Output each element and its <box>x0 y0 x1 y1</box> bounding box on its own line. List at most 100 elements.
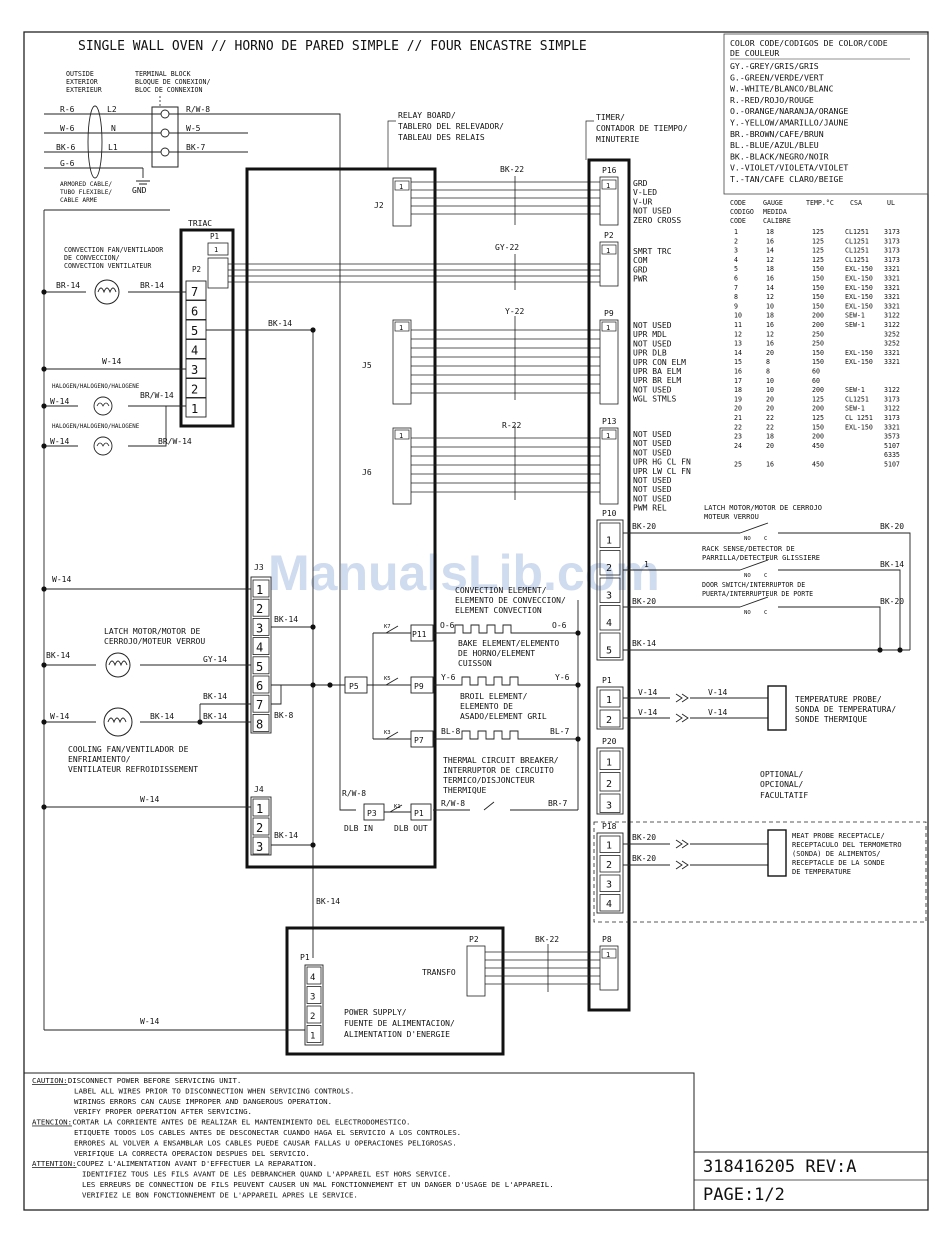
pin-one-label: 1 <box>606 324 610 332</box>
timer-p1-pin-label: 2 <box>606 715 612 726</box>
ps-connector-p1: P1 <box>300 953 310 962</box>
caution-text: WIRINGS ERRORS CAN CAUSE IMPROPER AND DA… <box>74 1097 332 1106</box>
gauge-cell: 150 <box>812 265 824 273</box>
convection-element-label: CONVECTION ELEMENT/ <box>455 586 547 595</box>
meat-probe-receptacle <box>767 829 787 877</box>
gauge-cell: EXL-150 <box>845 349 873 357</box>
gauge-cell: 250 <box>812 330 824 338</box>
wire-label-1: 1 <box>644 560 649 569</box>
wire-label-bk20: BK-20 <box>632 522 656 531</box>
gauge-cell: 125 <box>812 237 824 245</box>
gauge-cell: 19 <box>734 395 742 403</box>
p16-header <box>599 176 619 226</box>
gauge-cell: 3321 <box>884 423 900 431</box>
gauge-cell: CL1251 <box>845 228 869 236</box>
cooling-fan-motor <box>103 707 133 737</box>
j4-wires <box>44 806 313 846</box>
wire-label-w14: W-14 <box>102 357 121 366</box>
junction-dot <box>575 682 581 688</box>
p20-pin-box <box>599 772 621 792</box>
p18-pin-box <box>599 855 621 873</box>
color-code-entry: BK.-BLACK/NEGRO/NOIR <box>730 151 829 161</box>
switch-c-label: C <box>764 536 767 542</box>
cooling-fan-label: VENTILATEUR REFROIDISSEMENT <box>68 765 198 774</box>
bake-element-label: DE HORNO/ELEMENT <box>458 649 535 658</box>
pin-one-label: 1 <box>606 247 610 255</box>
broil-element-label: ASADO/ELEMENT GRIL <box>460 712 547 721</box>
gauge-cell: 14 <box>766 284 774 292</box>
relay-k1: K1 <box>394 804 401 810</box>
terminal-block-label: BLOC DE CONNEXION <box>135 86 203 94</box>
junction-dot <box>41 289 47 295</box>
gauge-cell: 150 <box>812 358 824 366</box>
j4-pin-label: 1 <box>256 802 263 816</box>
p18-pin-box <box>599 894 621 912</box>
ps-pin-box <box>306 1025 322 1043</box>
gauge-cell: 23 <box>734 433 742 441</box>
gauge-cell: CL1251 <box>845 247 869 255</box>
supply-section: OUTSIDE EXTERIOR EXTERIEUR TERMINAL BLOC… <box>44 70 356 811</box>
terminal-label: L2 <box>107 105 117 114</box>
junction-dot <box>41 662 47 668</box>
bk8-link-wire <box>271 685 282 705</box>
convection-fan-motor <box>94 279 120 305</box>
p18-pin-box <box>599 835 621 853</box>
p18-header <box>596 832 624 914</box>
triac-pin-box <box>185 319 207 340</box>
latch-motor-left <box>105 652 131 678</box>
wire-label-bk14: BK-14 <box>46 651 70 660</box>
outside-label: OUTSIDE <box>66 70 94 78</box>
caution-text: VERIFIQUE LA CORRECTA OPERACION DESPUES … <box>74 1149 310 1158</box>
junction-dot <box>310 624 316 630</box>
connector-p11: P11 <box>412 630 427 639</box>
j3-pin-label: 7 <box>256 698 263 712</box>
p20-pin-label: 2 <box>606 779 612 790</box>
timer: TIMER/ CONTADOR DE TIEMPO/ MINUTERIE P16… <box>585 113 691 1012</box>
ps-pin-label: 3 <box>310 993 315 1003</box>
gauge-cell: 150 <box>812 293 824 301</box>
gauge-table: CODE GAUGE TEMP.°C CSA UL CODIGO MEDIDA … <box>730 199 900 469</box>
junction-dot <box>310 682 316 688</box>
connector-p3: P3 <box>367 809 377 818</box>
caution-text: CORTAR LA CORRIENTE ANTES DE REALIZAR EL… <box>72 1118 410 1127</box>
gauge-cell: 3173 <box>884 247 900 255</box>
timer-p9-signal: NOT USED <box>633 385 672 394</box>
halogen-lamp-1 <box>93 396 113 416</box>
ps-connector-p2: P2 <box>469 935 479 944</box>
meat-probe-label: RECEPTACLE DE LA SONDE <box>792 859 885 867</box>
gauge-cell: EXL-150 <box>845 302 873 310</box>
supply-wire-label: R/W-8 <box>186 105 210 114</box>
temperature-probe-label: TEMPERATURE PROBE/ <box>795 695 882 704</box>
gauge-cell: 14 <box>734 349 742 357</box>
p18-pin-box <box>599 874 621 892</box>
p18-pin-label: 1 <box>606 841 612 852</box>
convection-element-label: ELEMENTO DE CONVECCION/ <box>455 596 566 605</box>
timer-p2-header <box>599 241 619 287</box>
connector-p8: P8 <box>602 935 612 944</box>
p10-pin-box <box>599 522 621 548</box>
caution-text: VERIFY PROPER OPERATION AFTER SERVICING. <box>74 1107 252 1116</box>
gauge-cell: 20 <box>766 349 774 357</box>
wire-label-bk22: BK-22 <box>500 165 524 174</box>
timer-p9-header <box>599 319 619 405</box>
color-code-entry: G.-GREEN/VERDE/VERT <box>730 72 824 82</box>
gauge-cell: 125 <box>812 414 824 422</box>
gauge-cell: 3122 <box>884 386 900 394</box>
gauge-cell: 18 <box>766 312 774 320</box>
p20-pin-box <box>599 793 621 813</box>
wire-label-br7: BR-7 <box>548 799 567 808</box>
p16-signal: NOT USED <box>633 207 672 216</box>
j3-pin-label: 1 <box>256 583 263 597</box>
gauge-cell: 3122 <box>884 405 900 413</box>
j6-header <box>392 427 412 505</box>
gauge-cell: 10 <box>766 302 774 310</box>
wire-label-bk20: BK-20 <box>880 522 904 531</box>
j3-pin-box <box>252 598 270 617</box>
optional-label: OPTIONAL/ <box>760 770 804 779</box>
j4-pin-label: 3 <box>256 840 263 854</box>
thermal-breaker-wire <box>433 600 579 811</box>
